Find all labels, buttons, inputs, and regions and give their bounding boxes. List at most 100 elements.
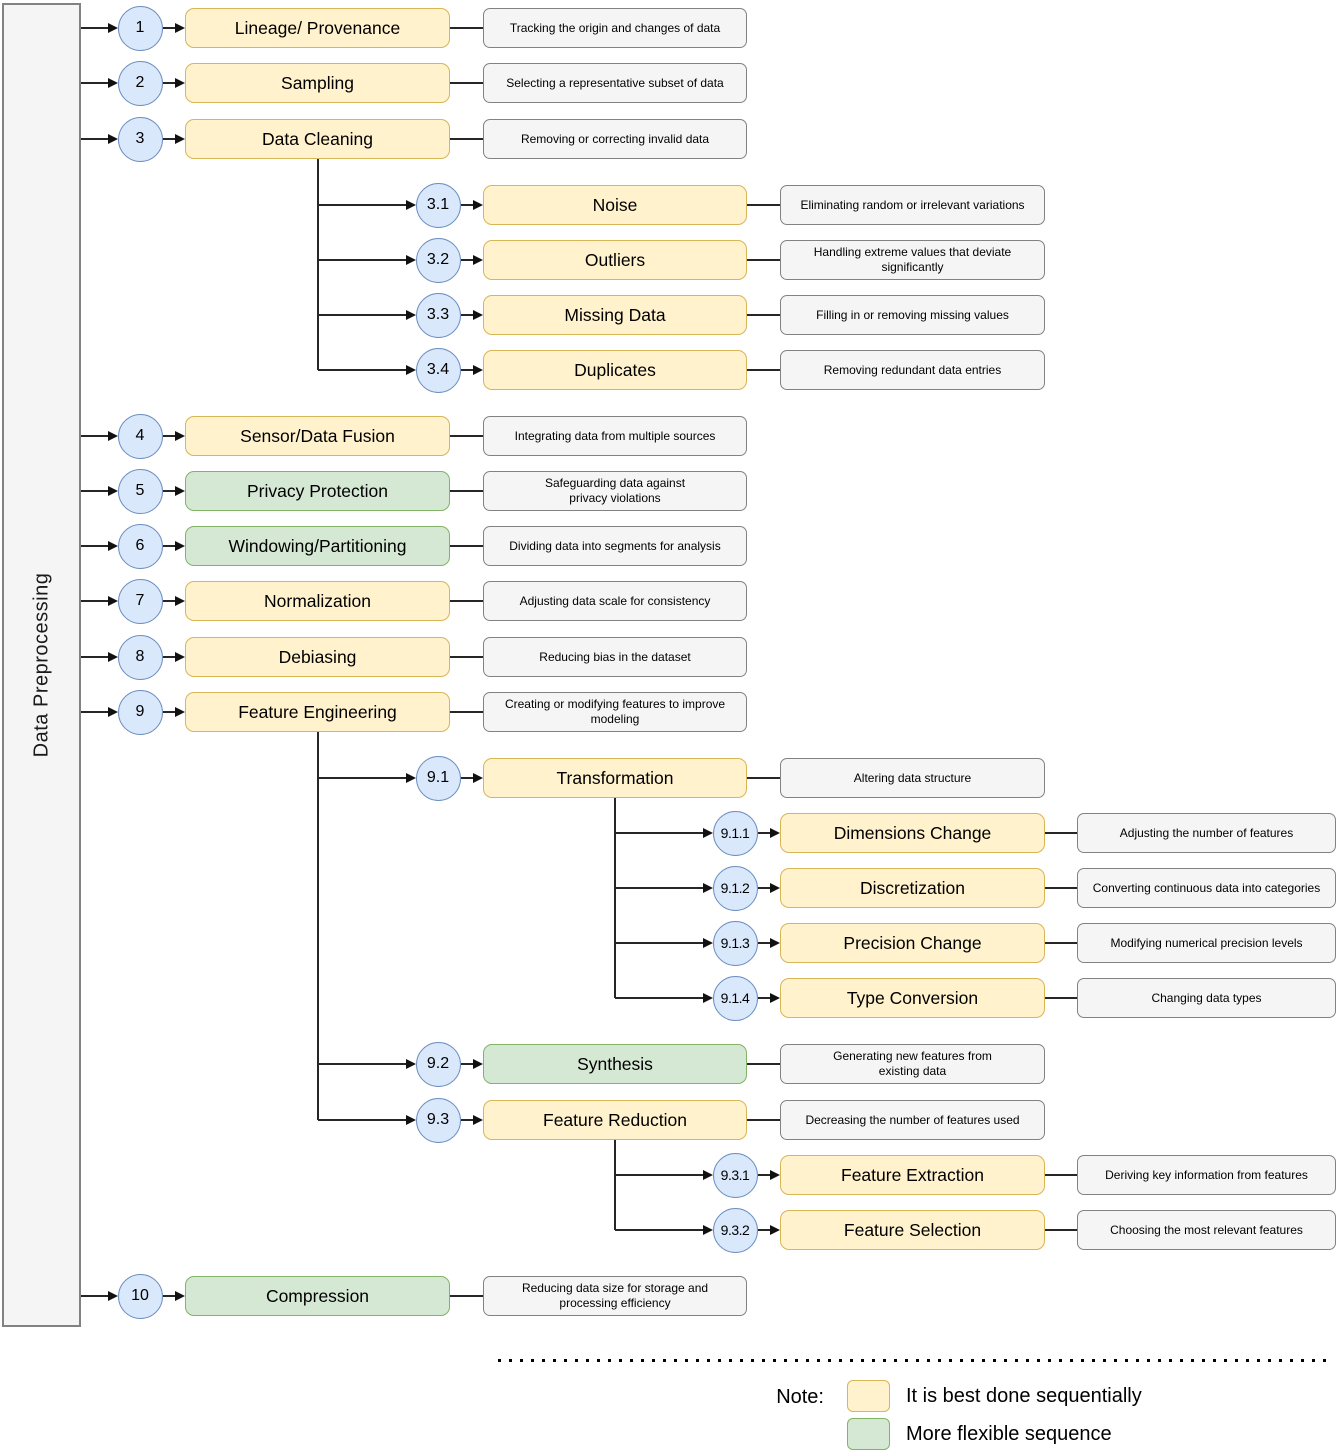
process-step-box: Compression — [185, 1276, 450, 1316]
process-step-box: Debiasing — [185, 637, 450, 677]
process-step-box: Noise — [483, 185, 747, 225]
description-connector-line — [747, 204, 780, 206]
legend-item-sequential: It is best done sequentially — [847, 1380, 1142, 1412]
description-connector-line — [1045, 1229, 1077, 1231]
process-step-box: Precision Change — [780, 923, 1045, 963]
flow-line — [615, 887, 703, 889]
description-connector-line — [450, 545, 483, 547]
process-step-box: Sensor/Data Fusion — [185, 416, 450, 456]
description-connector-line — [450, 82, 483, 84]
arrowhead-icon — [107, 134, 118, 144]
flow-line — [615, 1174, 703, 1176]
step-number-circle: 9.1.2 — [712, 865, 758, 911]
process-step-box: Normalization — [185, 581, 450, 621]
arrowhead-icon — [473, 1115, 483, 1125]
arrowhead-icon — [107, 541, 118, 551]
flow-line — [162, 27, 175, 29]
description-connector-line — [1045, 1174, 1077, 1176]
flow-line — [318, 777, 406, 779]
step-number-circle: 5 — [117, 468, 163, 514]
arrowhead-icon — [175, 78, 185, 88]
legend-swatch-flexible — [847, 1418, 890, 1450]
arrowhead-icon — [405, 773, 416, 783]
flow-line — [162, 545, 175, 547]
process-step-box: Privacy Protection — [185, 471, 450, 511]
step-number-circle: 1 — [117, 5, 163, 51]
process-step-box: Windowing/Partitioning — [185, 526, 450, 566]
process-step-box: Feature Reduction — [483, 1100, 747, 1140]
description-box: Choosing the most relevant features — [1077, 1210, 1336, 1250]
tree-connector-line — [614, 1140, 616, 1230]
step-number-circle: 3.2 — [415, 237, 461, 283]
flow-line — [81, 600, 108, 602]
description-connector-line — [450, 656, 483, 658]
flow-line — [81, 82, 108, 84]
description-box: Safeguarding data against privacy violat… — [483, 471, 747, 511]
arrowhead-icon — [770, 883, 780, 893]
step-number-circle: 9.1.1 — [712, 810, 758, 856]
description-connector-line — [450, 138, 483, 140]
description-connector-line — [1045, 832, 1077, 834]
description-box: Handling extreme values that deviate sig… — [780, 240, 1045, 280]
flow-line — [81, 545, 108, 547]
process-step-box: Sampling — [185, 63, 450, 103]
arrowhead-icon — [770, 993, 780, 1003]
arrowhead-icon — [405, 200, 416, 210]
flow-line — [318, 259, 406, 261]
step-number-circle: 9 — [117, 689, 163, 735]
arrowhead-icon — [107, 1291, 118, 1301]
flow-line — [81, 27, 108, 29]
step-number-circle: 8 — [117, 634, 163, 680]
description-connector-line — [747, 369, 780, 371]
legend-text-sequential: It is best done sequentially — [906, 1384, 1142, 1407]
flow-line — [162, 435, 175, 437]
flow-line — [460, 1119, 473, 1121]
flow-line — [81, 490, 108, 492]
step-number-circle: 9.3.1 — [712, 1152, 758, 1198]
step-number-circle: 2 — [117, 60, 163, 106]
description-connector-line — [450, 435, 483, 437]
description-box: Reducing data size for storage and proce… — [483, 1276, 747, 1316]
process-step-box: Outliers — [483, 240, 747, 280]
description-box: Removing redundant data entries — [780, 350, 1045, 390]
description-connector-line — [747, 1063, 780, 1065]
description-connector-line — [747, 1119, 780, 1121]
process-step-box: Feature Engineering — [185, 692, 450, 732]
flow-line — [81, 711, 108, 713]
note-label: Note: — [776, 1386, 824, 1408]
arrowhead-icon — [175, 134, 185, 144]
process-step-box: Lineage/ Provenance — [185, 8, 450, 48]
description-box: Altering data structure — [780, 758, 1045, 798]
arrowhead-icon — [770, 1225, 780, 1235]
process-step-box: Transformation — [483, 758, 747, 798]
arrowhead-icon — [770, 828, 780, 838]
process-step-box: Feature Selection — [780, 1210, 1045, 1250]
step-number-circle: 9.3 — [415, 1097, 461, 1143]
flow-line — [615, 997, 703, 999]
flow-line — [615, 942, 703, 944]
description-box: Generating new features from existing da… — [780, 1044, 1045, 1084]
process-step-box: Synthesis — [483, 1044, 747, 1084]
arrowhead-icon — [175, 541, 185, 551]
description-connector-line — [450, 711, 483, 713]
legend-text-flexible: More flexible sequence — [906, 1422, 1112, 1445]
step-number-circle: 9.1.3 — [712, 920, 758, 966]
flow-line — [460, 1063, 473, 1065]
flow-line — [318, 369, 406, 371]
tree-connector-line — [317, 732, 319, 1120]
flow-line — [757, 942, 770, 944]
arrowhead-icon — [107, 596, 118, 606]
flow-line — [757, 1229, 770, 1231]
step-number-circle: 6 — [117, 523, 163, 569]
flow-line — [318, 204, 406, 206]
description-box: Decreasing the number of features used — [780, 1100, 1045, 1140]
arrowhead-icon — [175, 596, 185, 606]
flow-line — [162, 711, 175, 713]
step-number-circle: 3 — [117, 116, 163, 162]
description-connector-line — [450, 600, 483, 602]
flow-line — [81, 1295, 108, 1297]
arrowhead-icon — [770, 938, 780, 948]
flow-line — [460, 369, 473, 371]
description-connector-line — [747, 314, 780, 316]
